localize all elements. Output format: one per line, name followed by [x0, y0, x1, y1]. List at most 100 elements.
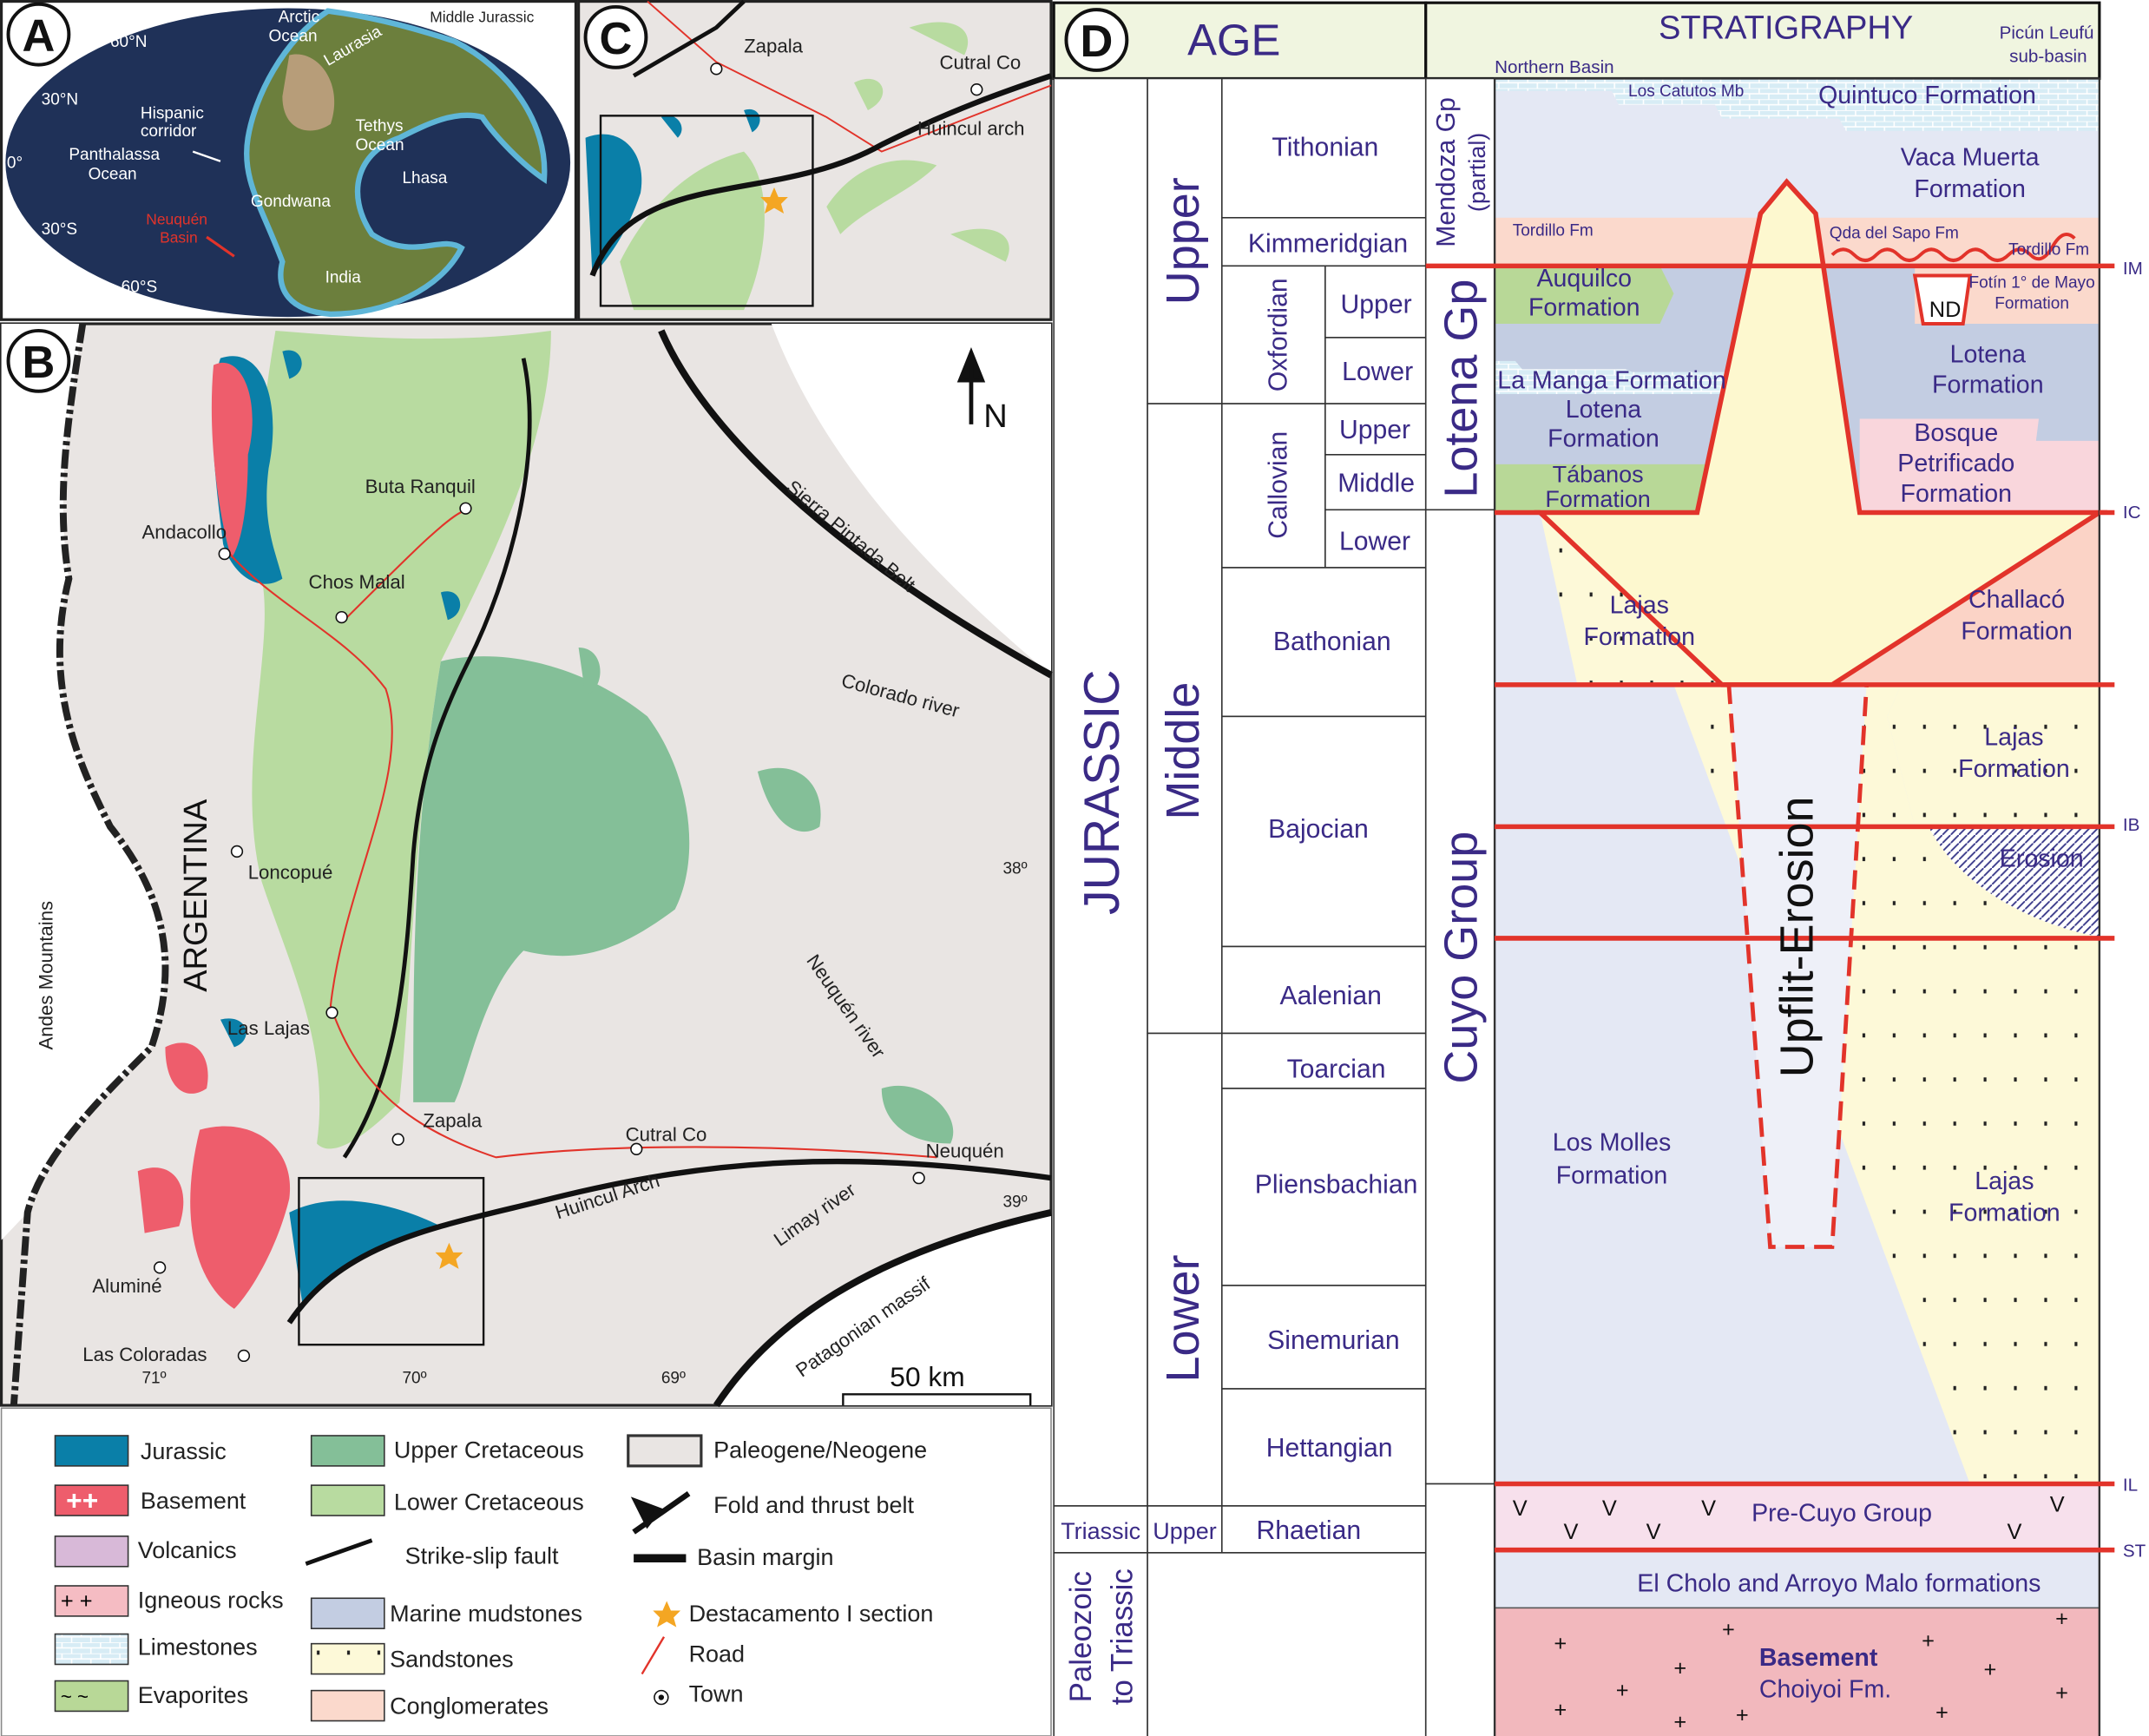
unit-vaca-muerta: Vaca Muerta: [1901, 143, 2040, 171]
lat-30s: 30°S: [42, 220, 77, 239]
unit-los-molles-formation: Formation: [1556, 1161, 1668, 1189]
unit-fotin: Fotín 1° de Mayo: [1969, 274, 2095, 293]
north-label: N: [983, 398, 1007, 435]
legend: Jurassic ++Basement Volcanics + +Igneous…: [0, 1407, 1052, 1736]
town-zapala: Zapala: [423, 1109, 483, 1131]
svg-text:+: +: [1922, 1628, 1935, 1653]
stage-oxfordian: Oxfordian: [1264, 278, 1292, 391]
panel-letter-a: A: [23, 11, 56, 62]
svg-text:+: +: [1554, 1632, 1567, 1656]
unit-los-catutos: Los Catutos Mb: [1628, 82, 1744, 101]
town-neuquen: Neuquén: [926, 1140, 1004, 1161]
period-paleozoic: Paleozoic: [1064, 1571, 1098, 1702]
svg-text:+: +: [1935, 1700, 1949, 1725]
lon-69: 69º: [661, 1370, 686, 1388]
boundary-ic: IC: [2123, 503, 2141, 523]
stage-tithonian: Tithonian: [1272, 133, 1378, 161]
period-jurassic: JURASSIC: [1074, 669, 1130, 915]
unit-erosion: Erosion: [2000, 845, 2084, 872]
unit-bosque: Bosque: [1914, 419, 1998, 447]
unit-quintuco: Quintuco Formation: [1818, 82, 2036, 109]
unit-basement: Basement: [1759, 1644, 1878, 1672]
north-arrow-icon: [956, 346, 986, 424]
label-gondwana: Gondwana: [251, 193, 331, 211]
picun-leufu-label: Picún Leufú: [2000, 23, 2094, 43]
unit-auquilco: Auquilco: [1536, 265, 1632, 293]
label-neuquen: Neuquén: [146, 211, 207, 228]
legend-conglomerates: Conglomerates: [390, 1693, 549, 1720]
group-mendoza: Mendoza Gp: [1432, 97, 1461, 247]
label-panthalassa: Panthalassa: [69, 146, 160, 164]
unit-qda-del-sapo: Qda del Sapo Fm: [1830, 225, 1959, 243]
boundary-il: IL: [2123, 1475, 2138, 1495]
stratigraphy-header: STRATIGRAPHY: [1659, 10, 1913, 46]
basin-margin-south: [713, 1208, 1052, 1408]
town-icon: [970, 83, 983, 96]
unit-lajas-left: Lajas: [1610, 591, 1669, 619]
stratigraphy-column: [1425, 77, 2115, 1736]
svg-text:+: +: [1673, 1710, 1686, 1734]
substage-callovian-lower: Lower: [1339, 527, 1410, 556]
town-buta-ranquil: Buta Ranquil: [365, 476, 476, 497]
unit-petrificado: Petrificado: [1897, 450, 2014, 477]
unit-lotena-right: Lotena: [1950, 340, 2026, 368]
stage-sinemurian: Sinemurian: [1267, 1326, 1399, 1355]
svg-text:V: V: [1513, 1496, 1528, 1521]
arrow-icon: [206, 235, 235, 258]
svg-text:+: +: [2055, 1607, 2068, 1631]
legend-jurassic: Jurassic: [141, 1438, 227, 1464]
stage-callovian: Callovian: [1264, 431, 1292, 539]
destacamento-star-icon: [760, 187, 788, 214]
boundary-ib: IB: [2123, 815, 2139, 835]
legend-marine-mudstones: Marine mudstones: [390, 1601, 582, 1627]
huincul-fault: [286, 1158, 1052, 1325]
unit-nd: ND: [1929, 298, 1962, 322]
legend-fold-thrust: Fold and thrust belt: [713, 1492, 914, 1518]
stage-hettangian: Hettangian: [1266, 1434, 1393, 1463]
substage-oxfordian-lower: Lower: [1342, 358, 1413, 386]
svg-text:+: +: [1554, 1698, 1567, 1722]
lon-71: 71º: [141, 1370, 166, 1388]
stage-aalenian: Aalenian: [1280, 982, 1382, 1010]
town-markers: [153, 502, 925, 1363]
svg-text:V: V: [1602, 1496, 1617, 1521]
town-alumine: Aluminé: [92, 1275, 161, 1297]
unit-auquilco-formation: Formation: [1528, 293, 1640, 321]
svg-text:+: +: [1616, 1679, 1629, 1703]
stage-pliensbachian: Pliensbachian: [1255, 1171, 1418, 1200]
lat-39: 39º: [1002, 1193, 1027, 1211]
label-arctic: Arctic: [279, 8, 320, 26]
stage-kimmeridgian: Kimmeridgian: [1248, 229, 1408, 258]
label-tethys: Tethys: [355, 117, 403, 135]
boundary-st: ST: [2123, 1542, 2146, 1562]
panel-badge-c: [583, 4, 648, 69]
lat-60n: 60°N: [110, 33, 148, 51]
legend-road: Road: [689, 1641, 745, 1667]
panel-d-stratigraphic-chart: D AGE STRATIGRAPHY Northern Basin Picún …: [1052, 1, 2148, 1736]
panel-letter-d: D: [1080, 16, 1113, 67]
legend-town: Town: [689, 1680, 744, 1706]
svg-text:~ ~: ~ ~: [61, 1686, 89, 1707]
international-border: [10, 323, 169, 1406]
substage-callovian-middle: Middle: [1337, 470, 1415, 498]
unit-pre-cuyo: Pre-Cuyo Group: [1751, 1499, 1932, 1527]
stage-rhaetian: Rhaetian: [1256, 1516, 1361, 1545]
sub-basin-label: sub-basin: [2009, 46, 2087, 66]
legend-volcanics: Volcanics: [138, 1537, 237, 1563]
epoch-lower: Lower: [1157, 1255, 1209, 1383]
panel-badge-b: [6, 328, 71, 393]
town-icon: [710, 62, 723, 76]
unit-upflit-erosion: Upflit-Erosion: [1771, 796, 1824, 1077]
unit-tordillo-left: Tordillo Fm: [1513, 221, 1594, 240]
scale-label: 50 km: [890, 1361, 964, 1392]
unit-lajas-right: Lajas: [1975, 1167, 2034, 1195]
label-panthalassa-ocean: Ocean: [89, 165, 137, 183]
label-lhasa: Lhasa: [402, 169, 447, 187]
unit-los-molles: Los Molles: [1553, 1128, 1672, 1156]
unit-vaca-muerta-formation: Formation: [1914, 175, 2026, 203]
legend-paleogene: Paleogene/Neogene: [713, 1437, 927, 1463]
label-andes-mountains: Andes Mountains: [35, 901, 56, 1050]
svg-text:+: +: [2055, 1681, 2068, 1706]
legend-basement: Basement: [141, 1488, 246, 1514]
